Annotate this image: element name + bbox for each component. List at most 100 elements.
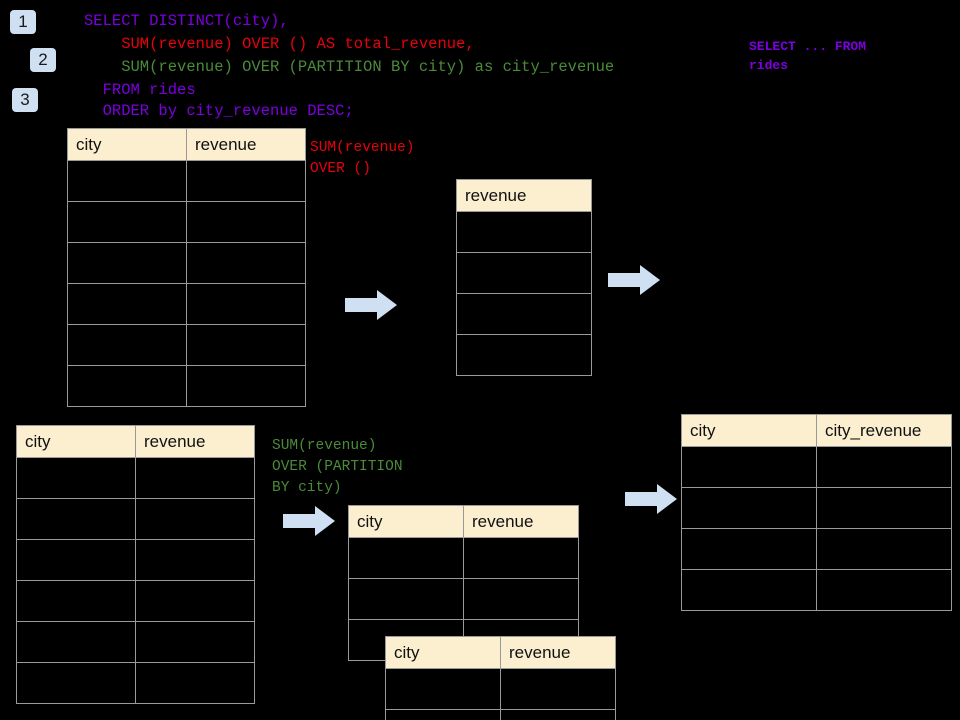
table-row[interactable] <box>16 498 255 540</box>
arrow-right-icon-partition-to-result <box>625 484 677 514</box>
note-sum-over-partition: SUM(revenue) OVER (PARTITION BY city) <box>272 438 403 496</box>
cell-city <box>681 569 817 611</box>
cell-city <box>681 487 817 529</box>
cell-revenue <box>186 242 306 284</box>
table-row[interactable] <box>456 334 592 376</box>
cell-revenue <box>135 539 255 581</box>
cell-city <box>16 662 136 704</box>
cell-city <box>16 498 136 540</box>
sql-line-city-revenue: SUM(revenue) OVER (PARTITION BY city) as… <box>84 58 615 76</box>
cell-city <box>385 668 501 710</box>
cell-revenue <box>135 498 255 540</box>
cell-revenue <box>135 580 255 622</box>
table-row[interactable] <box>456 211 592 253</box>
cell-city <box>67 283 187 325</box>
cell-city <box>16 580 136 622</box>
cell-revenue <box>135 621 255 663</box>
table-row[interactable] <box>16 662 255 704</box>
cell-revenue <box>186 324 306 366</box>
table-row[interactable] <box>681 528 952 570</box>
cell-revenue <box>135 662 255 704</box>
column-header-revenue: revenue <box>186 128 306 161</box>
arrow-right-icon-source-to-total <box>345 290 397 320</box>
cell-revenue <box>186 365 306 407</box>
table-header-row: city revenue <box>67 128 306 161</box>
cell-city-revenue <box>816 487 952 529</box>
table-row[interactable] <box>67 242 306 284</box>
sql-line-select-distinct: SELECT DISTINCT(city), <box>84 12 289 30</box>
cell-city-revenue <box>816 528 952 570</box>
cell-city <box>67 324 187 366</box>
table-row[interactable] <box>16 621 255 663</box>
cell-city <box>16 621 136 663</box>
table-row[interactable] <box>67 201 306 243</box>
table-header-row: city city_revenue <box>681 414 952 447</box>
cell-city <box>681 528 817 570</box>
cell-city <box>348 578 464 620</box>
table-row[interactable] <box>681 446 952 488</box>
table-source-bottom: city revenue <box>16 425 255 704</box>
column-header-city: city <box>681 414 817 447</box>
callout-select-from-rides: SELECT ... FROM rides <box>749 39 867 73</box>
table-row[interactable] <box>67 283 306 325</box>
table-row[interactable] <box>67 160 306 202</box>
arrow-right-icon-total-to-result <box>608 265 660 295</box>
cell-revenue <box>456 293 592 335</box>
table-row[interactable] <box>385 668 616 710</box>
cell-city <box>67 201 187 243</box>
cell-revenue <box>463 537 579 579</box>
table-partition-group-b: city revenue <box>385 636 616 720</box>
column-header-revenue: revenue <box>456 179 592 212</box>
cell-revenue <box>500 668 616 710</box>
cell-city <box>16 539 136 581</box>
cell-revenue <box>500 709 616 720</box>
table-row[interactable] <box>456 252 592 294</box>
cell-revenue <box>456 252 592 294</box>
table-row[interactable] <box>348 537 579 579</box>
column-header-city-revenue: city_revenue <box>816 414 952 447</box>
table-row[interactable] <box>16 457 255 499</box>
cell-city-revenue <box>816 569 952 611</box>
table-row[interactable] <box>681 487 952 529</box>
table-row[interactable] <box>385 709 616 720</box>
cell-revenue <box>135 457 255 499</box>
table-row[interactable] <box>67 324 306 366</box>
table-row[interactable] <box>16 539 255 581</box>
column-header-city: city <box>67 128 187 161</box>
table-row[interactable] <box>681 569 952 611</box>
table-result: city city_revenue <box>681 414 952 611</box>
table-header-row: city revenue <box>16 425 255 458</box>
cell-revenue <box>186 160 306 202</box>
table-source-top: city revenue <box>67 128 306 407</box>
table-row[interactable] <box>348 578 579 620</box>
cell-city <box>348 537 464 579</box>
step-badge-1[interactable]: 1 <box>10 10 36 34</box>
table-header-row: revenue <box>456 179 592 212</box>
table-total-revenue: revenue <box>456 179 592 376</box>
cell-revenue <box>186 283 306 325</box>
table-row[interactable] <box>67 365 306 407</box>
cell-city <box>67 160 187 202</box>
cell-city <box>67 242 187 284</box>
column-header-revenue: revenue <box>135 425 255 458</box>
cell-city-revenue <box>816 446 952 488</box>
cell-city <box>67 365 187 407</box>
step-badge-3[interactable]: 3 <box>12 88 38 112</box>
arrow-right-icon-source-to-partition <box>283 506 335 536</box>
cell-city <box>385 709 501 720</box>
table-row[interactable] <box>16 580 255 622</box>
table-row[interactable] <box>456 293 592 335</box>
note-sum-over-empty: SUM(revenue) OVER () <box>310 140 415 177</box>
sql-line-order-by: ORDER by city_revenue DESC; <box>84 102 354 120</box>
column-header-city: city <box>16 425 136 458</box>
sql-line-from: FROM rides <box>84 81 196 99</box>
sql-line-total-revenue: SUM(revenue) OVER () AS total_revenue, <box>84 35 475 53</box>
table-header-row: city revenue <box>385 636 616 669</box>
cell-revenue <box>186 201 306 243</box>
cell-city <box>16 457 136 499</box>
cell-revenue <box>456 334 592 376</box>
step-badge-2[interactable]: 2 <box>30 48 56 72</box>
cell-revenue <box>463 578 579 620</box>
column-header-city: city <box>385 636 501 669</box>
